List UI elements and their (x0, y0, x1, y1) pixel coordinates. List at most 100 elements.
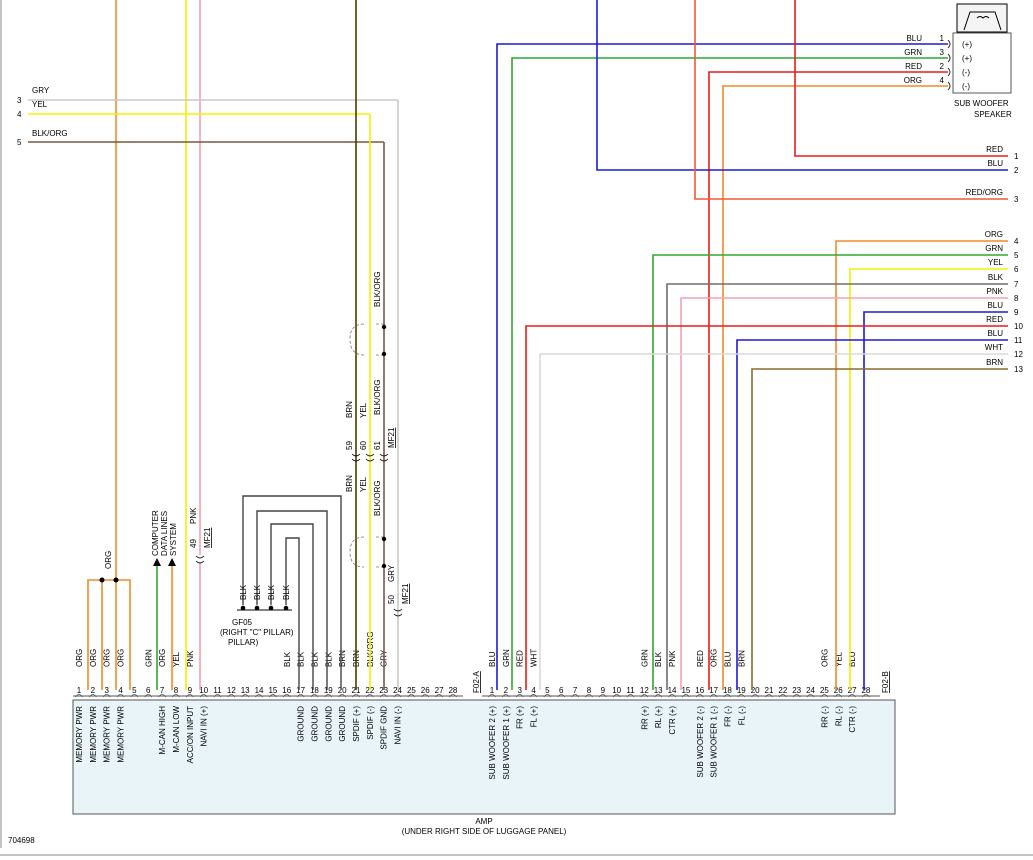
pin-terminal (571, 694, 579, 698)
pin-terminal (654, 694, 663, 698)
pin-function-label: RR (+) (640, 706, 649, 730)
pin-number: 7 (573, 686, 578, 695)
pin-function-label: SPDIF GND (380, 706, 389, 750)
left-wire-number: 3 (17, 96, 22, 105)
pin-number: 16 (695, 686, 704, 695)
pin-function-label: SUB WOOFER 2 (+) (488, 706, 497, 780)
wire-color-label: YEL (172, 651, 181, 667)
right-wire-number: 6 (1014, 265, 1019, 274)
pin-number: 13 (654, 686, 663, 695)
left-wire-color: GRY (32, 86, 50, 95)
pin-function-label: MEMORY PWR (75, 706, 84, 763)
pin-function-label: M-CAN LOW (172, 706, 181, 753)
pin-number: 14 (255, 686, 264, 695)
wire-color-label: BLK (297, 651, 306, 667)
pin-terminal (366, 694, 374, 698)
pin-terminal (241, 694, 250, 698)
pin-terminal (557, 694, 566, 698)
connector-symbol (393, 608, 403, 617)
wire-red-subwoofer2-minus (708, 71, 948, 690)
upper-blkorg-label-2: BLK/ORG (373, 379, 382, 415)
pnk-pin-color: PNK (189, 507, 198, 524)
right-wire-number: 7 (1014, 280, 1019, 289)
wire-color-label: BLK (324, 651, 333, 667)
pin-number: 17 (296, 686, 305, 695)
pin-number: 12 (640, 686, 649, 695)
wire-org-rr-minus (835, 240, 1008, 690)
lower-blkorg-label: BLK/ORG (373, 480, 382, 516)
pin-number: 20 (751, 686, 760, 695)
upper-blkorg-label: BLK/ORG (373, 271, 382, 307)
wire-color-label: PNK (668, 650, 677, 667)
wire-color-label: GRN (640, 649, 649, 667)
pin-function-label: GROUND (297, 706, 306, 742)
pin-terminal (848, 694, 856, 698)
pin-terminal (449, 694, 457, 698)
right-wire-color: RED (986, 145, 1003, 154)
wire-org-pin4 (116, 579, 131, 690)
speaker-pin-number: 2 (940, 62, 945, 71)
right-wire-number: 2 (1014, 166, 1019, 175)
speaker-pin-sign: (-) (962, 68, 970, 77)
wire-color-label: ORG (158, 649, 167, 667)
right-wire-number: 4 (1014, 237, 1019, 246)
pin-number: 21 (352, 686, 361, 695)
pin-terminal (227, 694, 236, 698)
pin-terminal (435, 694, 443, 698)
pin-terminal (640, 694, 649, 698)
speaker-wire-color: GRN (904, 48, 922, 57)
speaker-subtitle: SPEAKER (974, 110, 1012, 119)
speaker-pin-number: 4 (940, 76, 945, 85)
pin-number: 18 (723, 686, 732, 695)
pin-number: 19 (324, 686, 333, 695)
pin-number: 9 (188, 686, 193, 695)
wire-color-label: PNK (186, 650, 195, 667)
pin-function-label: SPDIF (+) (352, 706, 361, 742)
speaker-wire-color: ORG (904, 76, 922, 85)
pin-number: 4 (531, 686, 536, 695)
pin-number: 10 (612, 686, 621, 695)
pin-function-label: NAVI IN (+) (200, 706, 209, 747)
pin-terminal (144, 694, 153, 698)
pin-number: 22 (778, 686, 787, 695)
gry-pin-color: GRY (387, 564, 396, 582)
wire-color-label: BLU (848, 651, 857, 667)
inline-brn-upper: BRN (345, 401, 354, 418)
pin-number: 25 (820, 686, 829, 695)
pin-terminal (255, 694, 263, 698)
pin-terminal (172, 694, 180, 698)
pin-terminal (806, 694, 815, 698)
pin-terminal (75, 694, 83, 698)
pin-number: 23 (379, 686, 388, 695)
right-wire-color: YEL (988, 258, 1004, 267)
pin-number: 16 (282, 686, 291, 695)
wire-color-label: BLU (488, 651, 497, 667)
pin-number: 8 (587, 686, 592, 695)
pin-terminal (612, 694, 621, 698)
right-wire-number: 1 (1014, 152, 1019, 161)
wire-color-label: ORG (89, 649, 98, 667)
pin-function-label: RR (-) (820, 706, 829, 728)
pin-number: 15 (681, 686, 690, 695)
inline-yel-upper: YEL (359, 402, 368, 418)
pin-terminal (338, 694, 346, 698)
speaker-wire-color: BLU (906, 34, 922, 43)
wire-color-label: BLK (310, 651, 319, 667)
connector-a-name: F02-A (472, 671, 481, 693)
right-wire-number: 10 (1014, 322, 1023, 331)
pin-terminal (668, 694, 676, 698)
amp-location: (UNDER RIGHT SIDE OF LUGGAGE PANEL) (402, 827, 567, 836)
wire-color-label: GRN (144, 649, 153, 667)
left-wire-number: 4 (17, 110, 22, 119)
arrow-up-icon (168, 558, 176, 566)
pin-number: 18 (310, 686, 319, 695)
left-wire-color: BLK/ORG (32, 129, 68, 138)
wire-grn-rr-plus (652, 254, 1008, 690)
right-wire-labels: RED1BLU2RED/ORG3ORG4GRN5YEL6BLK7PNK8BLU9… (966, 145, 1024, 374)
wire-grn-subwoofer1-plus (511, 57, 948, 690)
